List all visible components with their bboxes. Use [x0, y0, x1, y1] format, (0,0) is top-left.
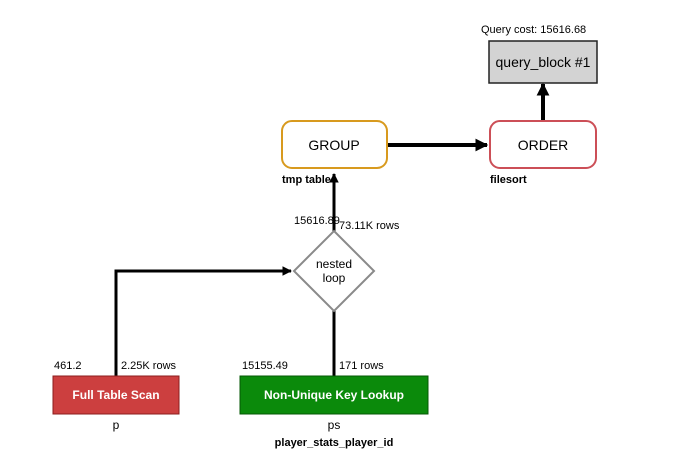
full-scan-cost: 461.2: [54, 360, 82, 372]
query-block-label: query_block #1: [496, 54, 591, 70]
full-scan-rows: 2.25K rows: [121, 360, 177, 372]
query-block-node[interactable]: query_block #1: [488, 40, 598, 84]
key-lookup-cost: 15155.49: [242, 360, 288, 372]
key-lookup-node[interactable]: Non-Unique Key Lookup: [239, 375, 429, 415]
key-lookup-label: Non-Unique Key Lookup: [264, 388, 404, 402]
nested-loop-node[interactable]: nested loop: [292, 229, 376, 313]
query-cost-label: Query cost: 15616.68: [481, 24, 586, 36]
order-sub-label: filesort: [490, 174, 527, 186]
nested-loop-rows: 73.11K rows: [339, 220, 400, 232]
nested-loop-label-line1: nested: [316, 257, 352, 271]
nested-loop-cost: 15616.89: [294, 215, 340, 227]
full-scan-table: p: [113, 418, 120, 432]
key-lookup-table: ps: [328, 418, 341, 432]
full-scan-label: Full Table Scan: [72, 388, 159, 402]
key-lookup-rows: 171 rows: [339, 360, 384, 372]
edge-full-scan-to-nested-loop: [114, 266, 292, 376]
order-node[interactable]: ORDER: [489, 120, 597, 169]
full-table-scan-node[interactable]: Full Table Scan: [52, 375, 180, 415]
order-label: ORDER: [518, 137, 569, 153]
group-node[interactable]: GROUP: [281, 120, 388, 169]
key-lookup-key: player_stats_player_id: [275, 437, 394, 449]
group-sub-label: tmp table: [282, 174, 331, 186]
group-label: GROUP: [308, 137, 359, 153]
nested-loop-label-line2: loop: [323, 271, 346, 285]
